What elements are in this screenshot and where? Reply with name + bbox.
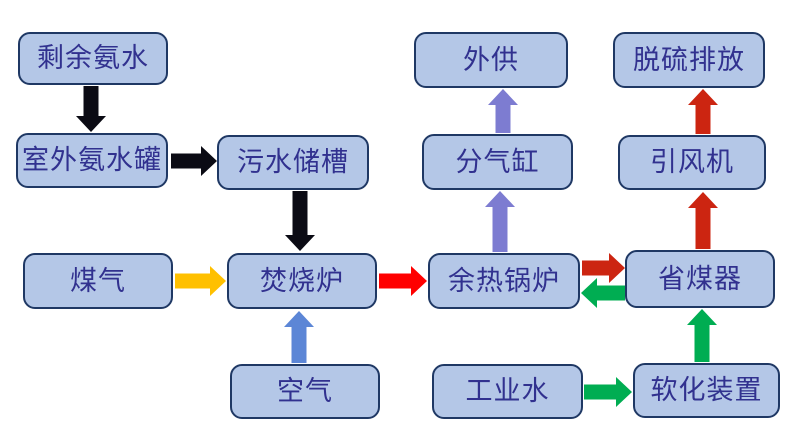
node-air: 空气 — [230, 364, 380, 419]
arrow-coal-gas-to-incinerator-icon — [175, 266, 226, 296]
node-external-supply: 外供 — [414, 32, 568, 88]
node-softening-unit: 软化装置 — [633, 363, 780, 418]
arrow-economizer-to-boiler-icon — [581, 278, 625, 308]
node-outdoor-ammonia-tank: 室外氨水罐 — [16, 133, 168, 188]
node-surplus-ammonia: 剩余氨水 — [18, 32, 168, 85]
node-steam-distributor: 分气缸 — [422, 134, 573, 190]
node-incinerator: 焚烧炉 — [227, 253, 377, 309]
node-desulfurization-discharge: 脱硫排放 — [613, 32, 765, 88]
arrow-boiler-to-steam-distributor-icon — [485, 191, 515, 252]
node-economizer: 省煤器 — [625, 250, 775, 308]
arrow-fan-to-desulfurization-discharge-icon — [688, 89, 718, 134]
arrow-air-to-incinerator-icon — [284, 311, 314, 363]
arrow-surplus-ammonia-to-outdoor-tank-icon — [76, 86, 106, 132]
arrow-incinerator-to-waste-heat-boiler-icon — [379, 266, 427, 296]
node-coal-gas: 煤气 — [23, 253, 173, 309]
arrow-economizer-to-induced-draft-fan-icon — [688, 192, 718, 249]
node-sewage-storage-tank: 污水储槽 — [217, 135, 369, 190]
arrow-outdoor-tank-to-sewage-tank-icon — [171, 146, 217, 176]
node-induced-draft-fan: 引风机 — [618, 135, 766, 190]
arrow-softening-unit-to-economizer-icon — [687, 309, 717, 362]
arrow-boiler-to-economizer-icon — [582, 253, 625, 283]
arrow-sewage-tank-to-incinerator-icon — [285, 191, 315, 251]
arrow-industrial-water-to-softening-unit-icon — [584, 377, 632, 407]
node-industrial-water: 工业水 — [432, 364, 583, 419]
arrow-steam-distributor-to-external-supply-icon — [488, 89, 518, 133]
node-waste-heat-boiler: 余热锅炉 — [428, 253, 580, 309]
